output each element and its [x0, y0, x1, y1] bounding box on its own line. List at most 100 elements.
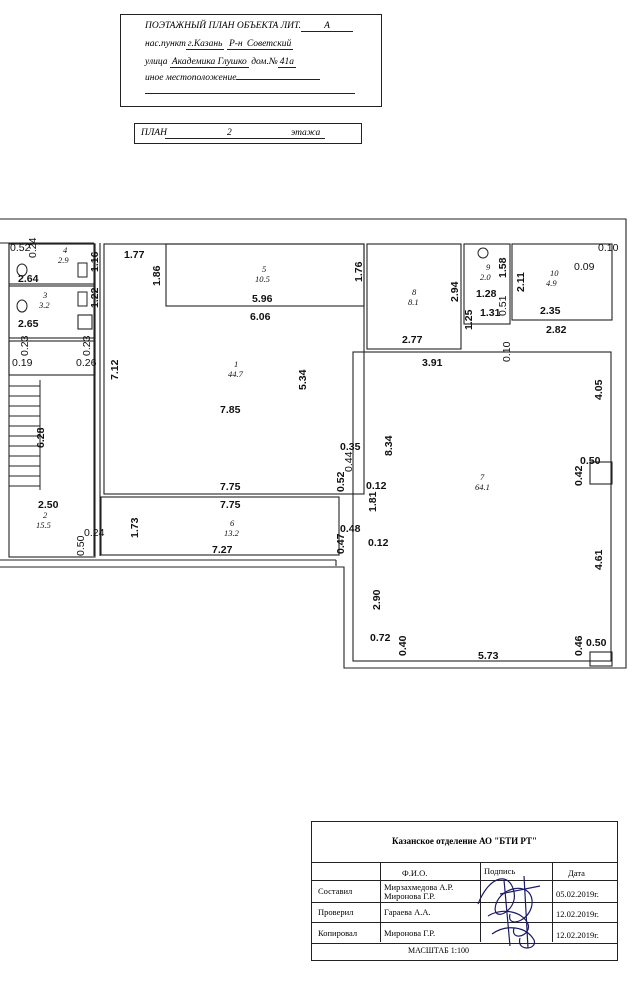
- other-location-line: иное местоположение: [145, 73, 321, 83]
- dim-label: 0.26: [76, 357, 97, 369]
- dim-label: 0.35: [340, 441, 361, 453]
- room-num: 10: [550, 268, 559, 278]
- room-num: 8: [412, 287, 417, 297]
- street-label: улица: [145, 57, 168, 67]
- locality-city: г.Казань: [185, 39, 225, 50]
- dim-label: 1.22: [89, 287, 101, 308]
- stamp-name: Мирзахмедова А.Р.: [384, 882, 454, 892]
- room-num: 7: [480, 472, 485, 482]
- stamp-role: Проверил: [318, 907, 354, 917]
- dim-label: 7.12: [109, 359, 121, 380]
- room-area: 64.1: [475, 482, 490, 492]
- dim-label: 7.27: [212, 544, 233, 556]
- dim-label: 7.85: [220, 404, 241, 416]
- dim-label: 2.50: [38, 499, 59, 511]
- dim-label: 5.34: [297, 369, 309, 390]
- room-3-wall: [8, 285, 96, 339]
- dim-label: 1.73: [129, 517, 141, 538]
- fixtures: [16, 247, 489, 313]
- other-location-label: иное местоположение: [145, 73, 237, 83]
- plan-underline: [165, 138, 325, 139]
- room-num: 4: [63, 245, 68, 255]
- stamp-col-divider: [380, 862, 381, 942]
- room-area: 10.5: [255, 274, 270, 284]
- dim-label: 5.96: [252, 293, 273, 305]
- dim-label: 1.86: [151, 265, 163, 286]
- room-num: 1: [234, 359, 238, 369]
- stamp-date: 12.02.2019г.: [556, 909, 599, 919]
- plan-floor: 2: [227, 128, 232, 138]
- dim-label: 1.76: [353, 261, 365, 282]
- dim-label: 6.06: [250, 311, 271, 323]
- signature-stamp: Казанское отделение АО "БТИ РТ" Ф.И.О. П…: [311, 821, 618, 961]
- room-area: 44.7: [228, 369, 244, 379]
- dim-label: 0.12: [368, 537, 389, 549]
- dim-label: 0.42: [573, 465, 585, 486]
- dim-label: 0.46: [573, 635, 585, 656]
- room-10-wall: [511, 243, 613, 321]
- room-num: 9: [486, 262, 491, 272]
- room-area: 8.1: [408, 297, 419, 307]
- district-value: Советский: [244, 39, 294, 50]
- stamp-divider: [312, 862, 617, 863]
- locality-label: нас.пункт: [145, 39, 186, 49]
- dim-label: 0.23: [19, 335, 31, 356]
- house-label: дом.№: [251, 57, 278, 67]
- room-area: 4.9: [546, 278, 557, 288]
- dim-label: 2.11: [515, 272, 527, 292]
- plan-suffix: этажа: [291, 128, 321, 138]
- dim-label: 0.24: [27, 237, 39, 258]
- street-value: Академика Глушко: [169, 57, 249, 68]
- room-5-wall: [165, 243, 365, 307]
- dim-label: 0.72: [370, 632, 391, 644]
- stair-landing: [8, 340, 96, 376]
- room-num: 5: [262, 264, 266, 274]
- dim-label: 3.91: [422, 357, 443, 369]
- room-area: 3.2: [38, 300, 50, 310]
- dim-label: 8.34: [383, 435, 395, 456]
- corridor-wall: [93, 243, 101, 556]
- column-bottom: [589, 651, 613, 667]
- dim-label: 1.16: [89, 251, 101, 272]
- dim-label: 0.50: [75, 535, 87, 556]
- stamp-divider: [312, 880, 617, 881]
- stamp-date: 12.02.2019г.: [556, 930, 599, 940]
- dim-label: 2.77: [402, 334, 423, 346]
- column-right: [589, 461, 613, 485]
- dim-label: 1.31: [480, 307, 501, 319]
- dim-label: 2.94: [449, 281, 461, 302]
- dim-label: 2.82: [546, 324, 567, 336]
- title-line: ПОЭТАЖНЫЙ ПЛАН ОБЪЕКТА ЛИТ.А: [145, 21, 354, 32]
- dim-label: 0.48: [340, 523, 361, 535]
- room-num: 2: [43, 510, 48, 520]
- dim-label: 4.05: [593, 379, 605, 400]
- dim-label: 0.10: [598, 242, 619, 254]
- stamp-col-sign: Подпись: [484, 866, 516, 876]
- dim-label: 0.50: [580, 455, 601, 467]
- stamp-col-divider: [480, 862, 481, 942]
- dim-label: 0.52: [10, 242, 31, 254]
- stamp-name: Гараева А.А.: [384, 907, 431, 917]
- room-9-wall: [463, 243, 511, 325]
- dim-label: 0.09: [574, 261, 595, 273]
- outer-wall: [0, 218, 627, 669]
- room-8-wall: [366, 243, 462, 350]
- stamp-divider: [312, 902, 617, 903]
- stairs: [9, 380, 41, 490]
- dim-label: 0.24: [84, 527, 105, 539]
- stamp-divider: [312, 943, 617, 944]
- room-7-wall: [352, 351, 612, 662]
- floor-label-block: ПЛАН 2 этажа: [134, 123, 362, 144]
- dim-label: 2.65: [18, 318, 39, 330]
- dim-label: 0.19: [12, 357, 33, 369]
- room-num: 6: [230, 518, 235, 528]
- dim-label: 6.28: [35, 427, 47, 448]
- stamp-name: Миронова Г.Р.: [384, 928, 436, 938]
- dim-label: 1.28: [476, 288, 497, 300]
- dim-label: 0.52: [335, 471, 347, 492]
- title-lit: А: [301, 21, 354, 32]
- stamp-col-fio: Ф.И.О.: [402, 868, 428, 878]
- room-6-wall: [100, 496, 340, 556]
